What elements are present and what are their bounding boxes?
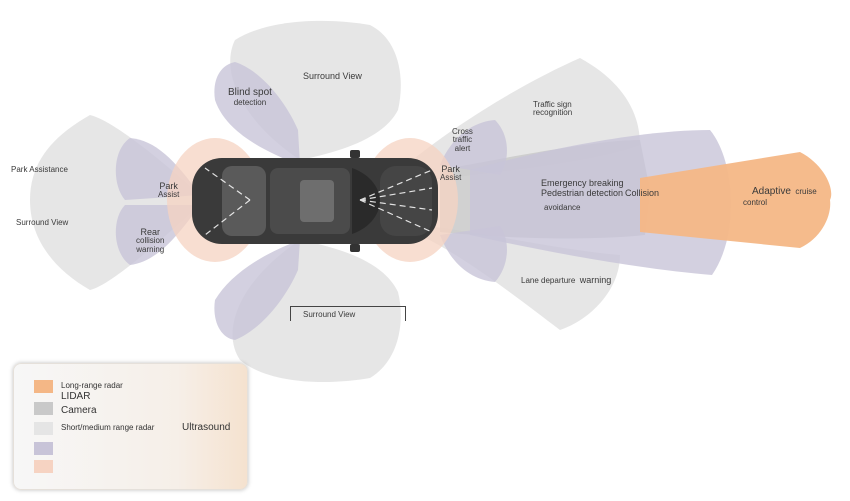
legend: Long-range radar LIDAR Camera Short/medi… bbox=[13, 363, 248, 490]
label-traffic-sign: Traffic sign recognition bbox=[533, 100, 573, 118]
label-park-assist-rear-line1: Park bbox=[159, 181, 178, 191]
legend-label-lidar: LIDAR bbox=[61, 391, 91, 402]
label-blind-spot-line2: detection bbox=[233, 97, 267, 107]
label-blind-spot: Blind spot detection bbox=[228, 87, 272, 107]
label-park-assist-front-line1: Park bbox=[441, 164, 460, 174]
label-cross-traffic-line2: traffic bbox=[452, 135, 473, 145]
label-cross-traffic-line3: alert bbox=[454, 143, 471, 153]
label-park-assistance: Park Assistance bbox=[11, 165, 68, 174]
label-collision: Collision bbox=[625, 188, 660, 198]
legend-label-short-medium-radar: Short/medium range radar bbox=[61, 423, 155, 432]
label-rear-collision-line3: warning bbox=[136, 244, 165, 254]
label-lane-departure-line1: Lane departure bbox=[521, 276, 576, 285]
label-surround-view-left: Surround View bbox=[16, 218, 69, 227]
label-cross-traffic: Cross traffic alert bbox=[452, 127, 473, 153]
car-windshield bbox=[352, 168, 380, 234]
legend-swatch-lidar bbox=[34, 402, 53, 415]
label-adaptive-cruise: Adaptive cruise control bbox=[743, 182, 817, 207]
label-adaptive-cruise-line1: Adaptive bbox=[752, 186, 791, 197]
label-rear-collision: Rear collision warning bbox=[136, 227, 165, 254]
label-park-assist-rear-line2: Assist bbox=[158, 190, 180, 200]
legend-swatch-long-range-radar bbox=[34, 380, 53, 393]
radar-zone-front-cross bbox=[440, 120, 507, 175]
label-blind-spot-line1: Blind spot bbox=[228, 87, 272, 98]
long-range-radar-zone bbox=[640, 152, 832, 248]
label-surround-view-bottom: Surround View bbox=[303, 310, 356, 319]
legend-label-camera: Camera bbox=[61, 405, 97, 416]
car-top-view bbox=[192, 150, 438, 252]
legend-swatch-ultrasound bbox=[34, 460, 53, 473]
label-adaptive-cruise-line1b: cruise bbox=[795, 187, 817, 196]
label-cross-traffic-line1: Cross bbox=[452, 127, 473, 136]
label-rear-collision-line1: Rear bbox=[140, 227, 160, 237]
mirror-left bbox=[350, 150, 360, 158]
legend-label-long-range-radar: Long-range radar bbox=[61, 381, 123, 390]
label-lane-departure: Lane departure warning bbox=[521, 271, 611, 288]
label-traffic-sign-line1: Traffic sign bbox=[533, 100, 572, 109]
label-lane-departure-line2: warning bbox=[579, 275, 612, 285]
radar-zone-front-mid bbox=[470, 130, 731, 275]
radar-zone-front-lower-cross bbox=[440, 226, 507, 282]
label-emergency-braking: Emergency breaking bbox=[541, 178, 624, 188]
car-hood bbox=[380, 166, 432, 236]
label-park-assist-rear: Park Assist bbox=[158, 181, 180, 200]
label-adaptive-cruise-line2: control bbox=[743, 197, 768, 207]
radar-zone-rear-blind bbox=[214, 240, 300, 340]
legend-swatch-camera bbox=[34, 422, 53, 435]
label-park-assist-front: Park Assist bbox=[440, 164, 462, 183]
legend-swatch-short-medium-radar bbox=[34, 442, 53, 455]
label-rear-collision-line2: collision bbox=[136, 236, 165, 246]
car-sunroof bbox=[300, 180, 334, 222]
label-park-assist-front-line2: Assist bbox=[440, 173, 462, 183]
car-rear-window bbox=[222, 166, 266, 236]
sensor-beams bbox=[204, 167, 433, 236]
legend-label-ultrasound: Ultrasound bbox=[182, 422, 231, 433]
mirror-right bbox=[350, 244, 360, 252]
radar-zone-blind-spot bbox=[214, 62, 300, 165]
label-traffic-sign-line2: recognition bbox=[533, 108, 573, 118]
label-pedestrian-detection: Pedestrian detection bbox=[541, 188, 624, 198]
surround-view-bottom-box bbox=[290, 306, 406, 321]
label-avoidance: avoidance bbox=[544, 203, 581, 212]
label-surround-view-top: Surround View bbox=[303, 71, 362, 81]
short-medium-radar-zones bbox=[115, 62, 731, 340]
